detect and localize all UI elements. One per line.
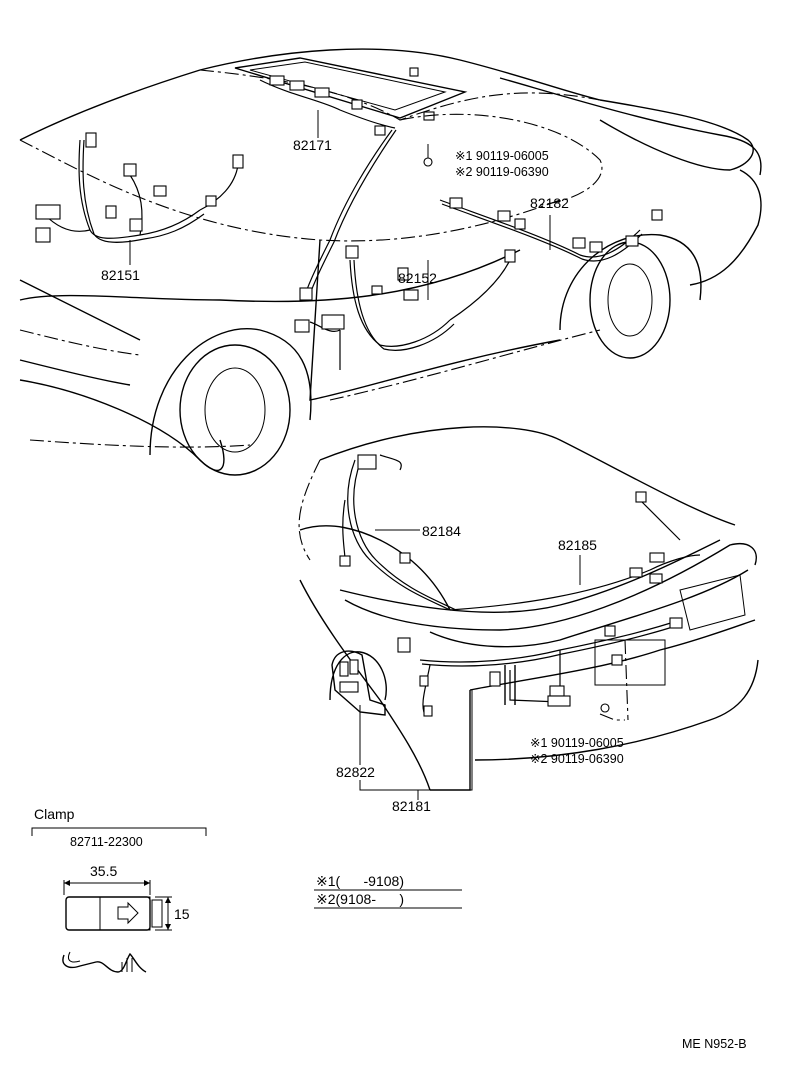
note-2: ※2(9108- ): [316, 891, 404, 907]
harness-82185: [449, 491, 701, 611]
callout-82152: 82152: [398, 270, 437, 286]
clamp-height-dimension: 15: [174, 906, 190, 922]
bolt-upper-spec-2: ※2 90119-06390: [455, 165, 549, 179]
harness-82152: [294, 245, 516, 370]
callout-82185: 82185: [558, 537, 597, 553]
bolt-lower-spec-2: ※2 90119-06390: [530, 752, 624, 766]
car-upper-view: [19, 48, 762, 476]
harness-82181: [397, 617, 683, 717]
clamp-part-number: 82711-22300: [70, 835, 143, 849]
callout-82151: 82151: [101, 267, 140, 283]
part-82822-bracket: [331, 650, 386, 716]
callout-82181: 82181: [392, 798, 431, 814]
clamp-title: Clamp: [34, 806, 75, 822]
bolt-lower: [599, 639, 629, 721]
bolt-lower-spec-1: ※1 90119-06005: [530, 736, 624, 750]
bolt-upper-spec-1: ※1 90119-06005: [455, 149, 549, 163]
clamp-detail: [31, 827, 207, 973]
harness-82171: [259, 67, 435, 301]
leader-lines-upper: [129, 110, 551, 300]
harness-82182: [439, 197, 663, 262]
clamp-width-dimension: 35.5: [90, 863, 117, 879]
car-lower-view: [298, 426, 759, 791]
note-1: ※1( -9108): [316, 873, 404, 889]
harness-82151: [35, 132, 244, 243]
callout-82822: 82822: [336, 764, 375, 780]
bolt-upper: [399, 113, 603, 206]
diagram-code: ME N952-B: [682, 1037, 747, 1051]
callout-82171: 82171: [293, 137, 332, 153]
leader-lines-lower: [359, 529, 581, 800]
callout-82182: 82182: [530, 195, 569, 211]
harness-82184: [339, 454, 457, 611]
callout-82184: 82184: [422, 523, 461, 539]
